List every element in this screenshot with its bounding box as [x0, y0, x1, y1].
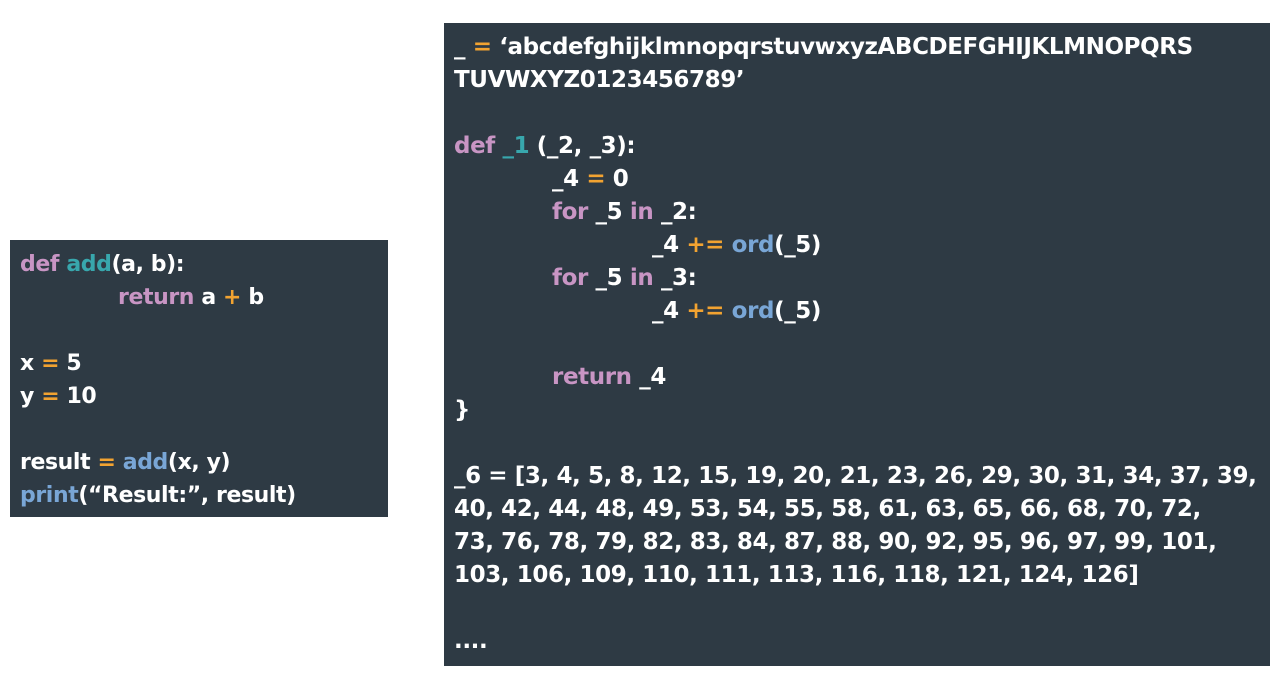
code-token: y — [20, 384, 42, 409]
code-line-print: print(“Result:”, result) — [20, 479, 388, 512]
operator-assign: = — [97, 450, 116, 475]
code-token: _5 — [587, 265, 630, 291]
obfuscated-code-panel: _ = ‘abcdefghijklmnopqrstuvwxyzABCDEFGHI… — [444, 23, 1270, 666]
code-line-close-brace: } — [454, 394, 1270, 427]
code-token: _4 — [652, 298, 687, 324]
builtin-print: print — [20, 483, 79, 508]
code-line-init: _4 = 0 — [454, 163, 1270, 196]
keyword-return: return — [552, 364, 632, 390]
list-literal: 73, 76, 78, 79, 82, 83, 84, 87, 88, 90, … — [454, 529, 1217, 555]
code-line-result-assign: result = add(x, y) — [20, 446, 388, 479]
code-line-y-assign: y = 10 — [20, 380, 388, 413]
code-line-accumulate-1: _4 += ord(_5) — [454, 229, 1270, 262]
code-line-accumulate-2: _4 += ord(_5) — [454, 295, 1270, 328]
code-token: 0 — [605, 166, 629, 192]
code-token: _4 — [631, 364, 666, 390]
code-token: x — [20, 351, 42, 376]
code-line-ellipsis: .... — [454, 625, 1270, 658]
blank-line — [20, 413, 388, 446]
code-token: (x, y) — [167, 450, 231, 475]
operator-assign: = — [41, 384, 60, 409]
operator-plus-assign: += — [686, 298, 725, 324]
code-token: 10 — [59, 384, 97, 409]
builtin-ord: ord — [731, 232, 775, 258]
code-line-def-1: def _1 (_2, _3): — [454, 130, 1270, 163]
operator-assign: = — [586, 166, 606, 192]
function-name: _1 — [502, 133, 530, 159]
blank-line — [454, 97, 1270, 130]
code-line-def-add: def add(a, b): — [20, 248, 388, 281]
operator-plus-assign: += — [686, 232, 725, 258]
builtin-ord: ord — [731, 298, 775, 324]
code-token: 5 — [59, 351, 82, 376]
code-line-return: return a + b — [20, 281, 388, 314]
code-line-list-4: 103, 106, 109, 110, 111, 113, 116, 118, … — [454, 559, 1270, 592]
simple-code-panel: def add(a, b): return a + b x = 5 y = 10… — [10, 240, 388, 517]
function-params: (_2, _3): — [529, 133, 636, 159]
operator-plus: + — [223, 285, 242, 310]
keyword-for: for — [552, 199, 588, 225]
keyword-def: def — [454, 133, 495, 159]
code-token: _4 — [552, 166, 587, 192]
code-line-x-assign: x = 5 — [20, 347, 388, 380]
operator-assign: = — [472, 34, 492, 60]
string-literal: TUVWXYZ0123456789’ — [454, 67, 745, 93]
code-token: _3: — [653, 265, 697, 291]
code-line-for-1: for _5 in _2: — [454, 196, 1270, 229]
ellipsis: .... — [454, 628, 488, 654]
code-line-return: return _4 — [454, 361, 1270, 394]
code-token: (_5) — [774, 298, 822, 324]
keyword-in: in — [629, 199, 654, 225]
code-token: a — [194, 285, 224, 310]
code-line-alphabet-2: TUVWXYZ0123456789’ — [454, 64, 1270, 97]
blank-line — [454, 427, 1270, 460]
operator-assign: = — [41, 351, 60, 376]
code-token: _ — [454, 34, 473, 60]
code-line-for-2: for _5 in _3: — [454, 262, 1270, 295]
list-literal: _6 = [3, 4, 5, 8, 12, 15, 19, 20, 21, 23… — [454, 463, 1257, 489]
code-line-list-2: 40, 42, 44, 48, 49, 53, 54, 55, 58, 61, … — [454, 493, 1270, 526]
string-literal: ‘abcdefghijklmnopqrstuvwxyzABCDEFGHIJKLM… — [491, 34, 1193, 60]
keyword-for: for — [552, 265, 588, 291]
list-literal: 40, 42, 44, 48, 49, 53, 54, 55, 58, 61, … — [454, 496, 1201, 522]
keyword-def: def — [20, 252, 60, 277]
blank-line — [20, 314, 388, 347]
code-token: _5 — [587, 199, 630, 225]
code-line-list-1: _6 = [3, 4, 5, 8, 12, 15, 19, 20, 21, 23… — [454, 460, 1270, 493]
function-call-add: add — [122, 450, 169, 475]
code-token: b — [241, 285, 264, 310]
code-token: _2: — [653, 199, 697, 225]
code-line-alphabet-1: _ = ‘abcdefghijklmnopqrstuvwxyzABCDEFGHI… — [454, 31, 1270, 64]
keyword-return: return — [118, 285, 195, 310]
code-token: (_5) — [774, 232, 822, 258]
list-literal: 103, 106, 109, 110, 111, 113, 116, 118, … — [454, 562, 1139, 588]
function-name-add: add — [66, 252, 112, 277]
code-line-list-3: 73, 76, 78, 79, 82, 83, 84, 87, 88, 90, … — [454, 526, 1270, 559]
function-params: (a, b): — [111, 252, 185, 277]
code-token: result — [20, 450, 98, 475]
code-token: _4 — [652, 232, 687, 258]
code-token: } — [454, 397, 470, 423]
keyword-in: in — [629, 265, 654, 291]
code-token: (“Result:”, result) — [78, 483, 296, 508]
blank-line — [454, 592, 1270, 625]
blank-line — [454, 328, 1270, 361]
